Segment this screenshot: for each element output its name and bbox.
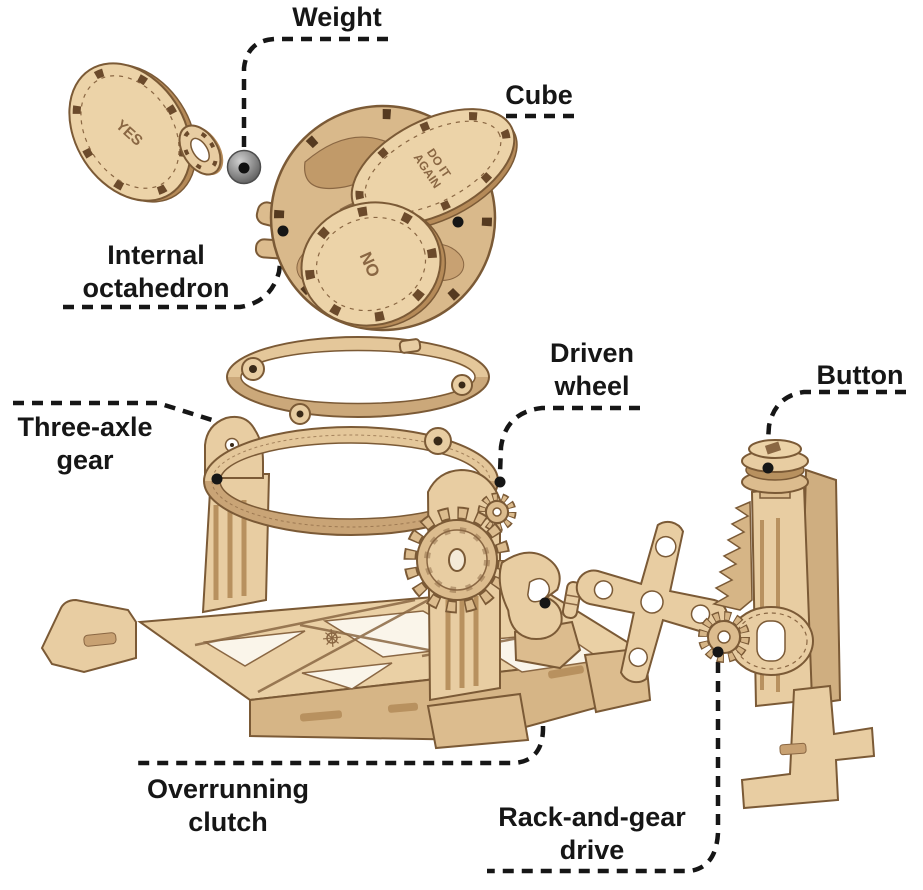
weight-part bbox=[226, 149, 262, 185]
label-cube: Cube bbox=[505, 80, 573, 110]
leader-three-axle-gear bbox=[13, 400, 219, 469]
overrunning-clutch-part bbox=[498, 551, 603, 670]
rack-strip bbox=[711, 500, 753, 611]
leader-overrunning-clutch bbox=[135, 612, 546, 766]
label-weight: Weight bbox=[292, 2, 382, 32]
top-ring bbox=[226, 336, 490, 425]
cube-front-disc: NO bbox=[300, 201, 447, 330]
label-driven-wheel: Driven wheel bbox=[549, 338, 635, 401]
leader-rack-and-gear-drive bbox=[487, 662, 721, 874]
leader-button bbox=[765, 389, 906, 441]
label-button: Button bbox=[816, 360, 904, 390]
washer-part bbox=[178, 124, 224, 176]
drive-gear bbox=[698, 611, 750, 663]
dot-button bbox=[762, 462, 774, 474]
yes-disc-part: YES bbox=[68, 62, 197, 203]
dot-overrunning-clutch bbox=[539, 597, 551, 609]
leader-driven-wheel bbox=[497, 405, 640, 474]
dot-rack-and-gear bbox=[712, 646, 724, 658]
label-overrunning-clutch: Overrunning clutch bbox=[146, 774, 310, 837]
dot-internal-octahedron bbox=[277, 225, 289, 237]
cube-top-disc: DO IT AGAIN bbox=[350, 108, 518, 231]
dot-three-axle-gear bbox=[211, 473, 223, 485]
label-three-axle-gear: Three-axle gear bbox=[17, 412, 153, 475]
base-logo-mark bbox=[322, 628, 342, 648]
driven-gear bbox=[403, 506, 511, 614]
rack-tower-part bbox=[698, 439, 876, 810]
dot-driven-wheel bbox=[494, 476, 506, 488]
leader-weight bbox=[241, 36, 388, 150]
label-internal-octahedron: Internal octahedron bbox=[82, 240, 230, 303]
cross-plate-part bbox=[575, 520, 729, 684]
button-part bbox=[741, 439, 809, 499]
cube-part: DO IT AGAIN NO bbox=[254, 104, 518, 332]
callout-dots bbox=[211, 216, 774, 658]
leader-internal-octahedron bbox=[63, 240, 286, 310]
dot-cube bbox=[452, 216, 464, 228]
label-rack-and-gear-drive: Rack-and-gear drive bbox=[498, 802, 686, 865]
